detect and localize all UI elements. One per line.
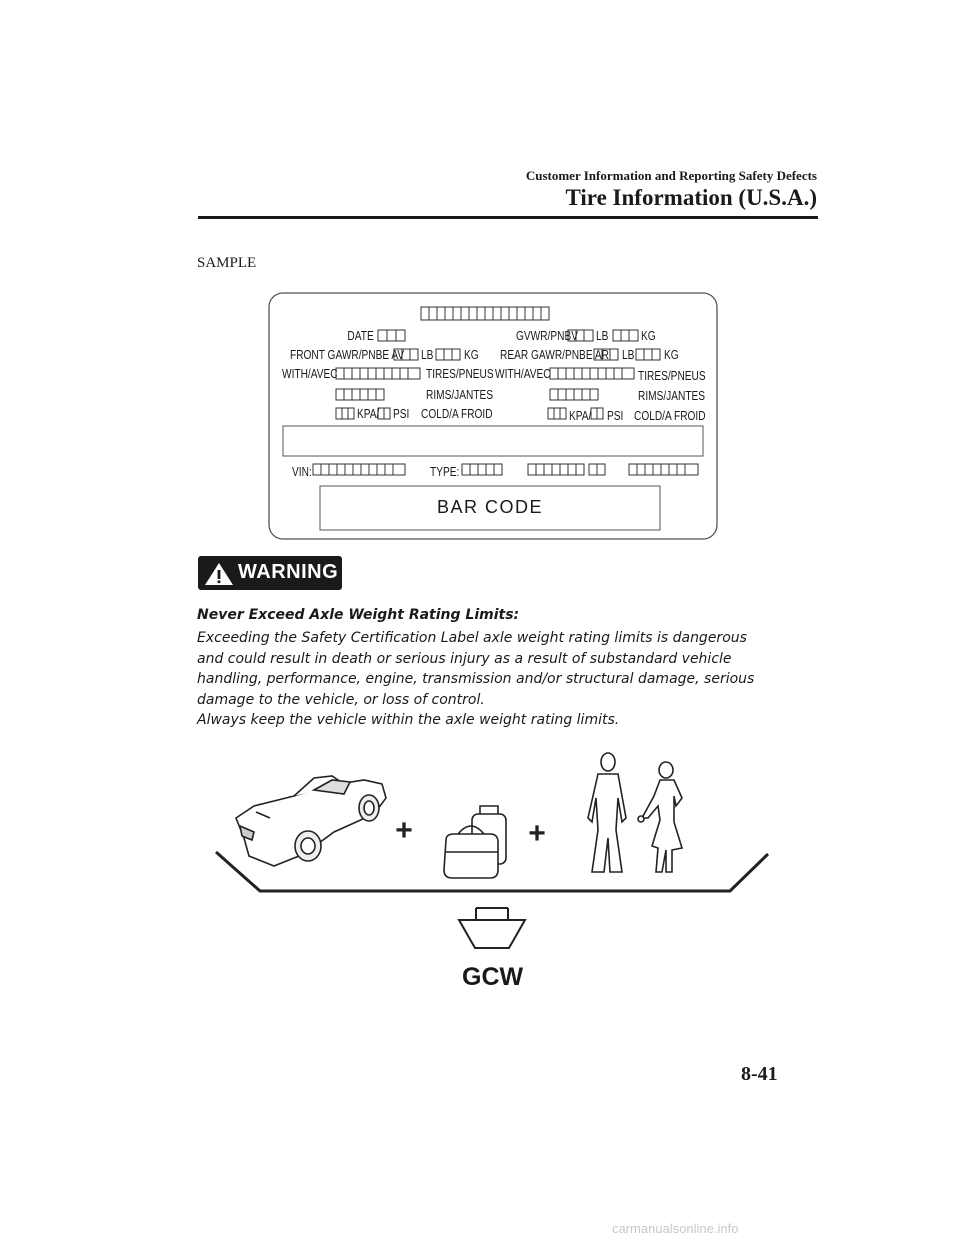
label-gvwr-kg: KG: [641, 328, 656, 343]
plus-sign-2: +: [528, 817, 546, 850]
warning-body: Exceeding the Safety Certification Label…: [197, 628, 777, 731]
section-header: Customer Information and Reporting Safet…: [525, 168, 817, 183]
warning-note: Always keep the vehicle within the axle …: [197, 712, 620, 728]
bar-code-text: BAR CODE: [436, 497, 544, 517]
label-frame: [268, 292, 718, 540]
label-psi-left: PSI: [393, 406, 410, 421]
plus-sign-1: +: [395, 814, 413, 847]
tire-label-illustration: DATE GVWR/PNBV LB KG FRONT GAWR/PNBE AV …: [268, 292, 718, 540]
warning-badge-label: WARNING: [238, 561, 339, 583]
label-front-lb: LB: [421, 347, 434, 362]
code-boxes-top: [420, 306, 550, 321]
bar-code-box: [319, 485, 661, 531]
luggage-icon: [443, 805, 507, 879]
label-rims-right: RIMS/JANTES: [638, 388, 706, 403]
label-rear-gawr: REAR GAWR/PNBE AR: [500, 347, 609, 362]
label-front-gawr: FRONT GAWR/PNBE AV: [290, 347, 405, 362]
label-kpa-right: KPA/: [569, 408, 592, 423]
label-with-avec-right: WITH/AVEC: [495, 366, 551, 381]
label-with-avec-left: WITH/AVEC: [282, 366, 338, 381]
label-gvwr-lb: LB: [596, 328, 609, 343]
label-psi-right: PSI: [607, 408, 624, 423]
code-boxes: [312, 329, 699, 476]
label-kpa-left: KPA/: [357, 406, 380, 421]
woman-icon: [637, 761, 684, 873]
warning-heading: Never Exceed Axle Weight Rating Limits:: [197, 607, 520, 623]
label-rear-lb: LB: [622, 347, 635, 362]
header-rule: [198, 216, 818, 219]
car-icon: [235, 775, 387, 867]
label-cold-right: COLD/A FROID: [634, 408, 706, 423]
label-blank-band: [282, 425, 704, 457]
label-vin: VIN:: [292, 464, 312, 479]
sample-caption: SAMPLE: [197, 255, 257, 271]
label-type: TYPE:: [430, 464, 460, 479]
label-front-kg: KG: [464, 347, 479, 362]
page-title: Tire Information (U.S.A.): [565, 185, 817, 210]
page-number: 8-41: [741, 1063, 778, 1085]
label-rims-left: RIMS/JANTES: [426, 387, 494, 402]
warning-triangle-icon: [205, 563, 233, 585]
man-icon: [587, 752, 627, 873]
gcw-diagram: + +: [215, 752, 770, 949]
down-arrow-icon: [457, 919, 527, 949]
label-date: DATE: [347, 328, 374, 343]
label-tires-right: TIRES/PNEUS: [638, 368, 706, 383]
label-rear-kg: KG: [664, 347, 679, 362]
watermark[interactable]: carmanualsonline.info: [612, 1221, 739, 1236]
load-tray: [215, 850, 770, 893]
label-cold-left: COLD/A FROID: [421, 406, 493, 421]
gcw-label: GCW: [462, 963, 524, 991]
label-gvwr: GVWR/PNBV: [516, 328, 578, 343]
label-tires-left: TIRES/PNEUS: [426, 366, 494, 381]
warning-paragraph: Exceeding the Safety Certification Label…: [197, 630, 755, 708]
